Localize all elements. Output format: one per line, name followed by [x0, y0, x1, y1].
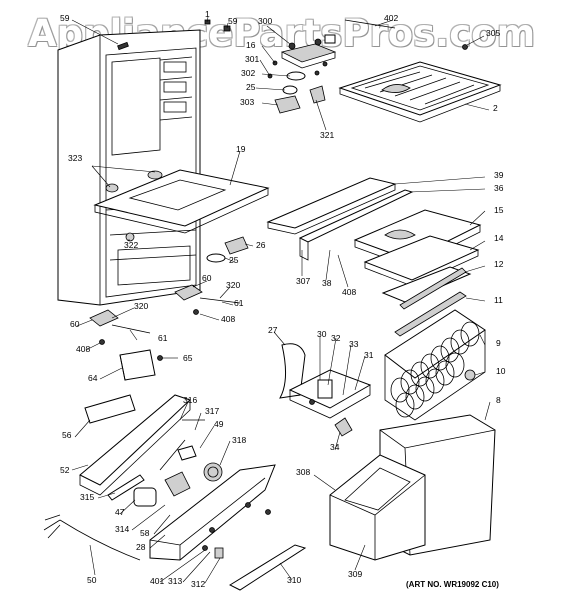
callout-27: 27 [268, 325, 278, 335]
callout-30: 30 [317, 329, 327, 339]
callout-25: 25 [229, 255, 239, 265]
callout-408: 408 [221, 314, 236, 324]
callout-315: 315 [80, 492, 95, 502]
callout-321: 321 [320, 130, 335, 140]
callout-2: 2 [493, 103, 498, 113]
callout-1: 1 [205, 9, 210, 19]
callout-313: 313 [168, 576, 183, 586]
callout-65: 65 [183, 353, 193, 363]
callout-323: 323 [68, 153, 83, 163]
callout-49: 49 [214, 419, 224, 429]
callout-318: 318 [232, 435, 247, 445]
callout-12: 12 [494, 259, 504, 269]
callout-15: 15 [494, 205, 504, 215]
callout-59: 59 [228, 16, 238, 26]
callout-8: 8 [496, 395, 501, 405]
callout-305: 305 [486, 28, 501, 38]
callout-402: 402 [384, 13, 399, 23]
callout-316: 316 [183, 395, 198, 405]
callout-34: 34 [330, 442, 340, 452]
callout-38: 38 [322, 278, 332, 288]
callout-401: 401 [150, 576, 165, 586]
callout-61: 61 [158, 333, 168, 343]
callout-312: 312 [191, 579, 206, 589]
callout-39: 39 [494, 170, 504, 180]
callout-303: 303 [240, 97, 255, 107]
callout-50: 50 [87, 575, 97, 585]
callout-9: 9 [496, 338, 501, 348]
callout-300: 300 [258, 16, 273, 26]
callout-64: 64 [88, 373, 98, 383]
callout-31: 31 [364, 350, 374, 360]
callout-14: 14 [494, 233, 504, 243]
callout-408: 408 [342, 287, 357, 297]
callout-320: 320 [226, 280, 241, 290]
callout-16: 16 [246, 40, 256, 50]
callout-302: 302 [241, 68, 256, 78]
callout-307: 307 [296, 276, 311, 286]
callout-60: 60 [202, 273, 212, 283]
callout-33: 33 [349, 339, 359, 349]
callout-310: 310 [287, 575, 302, 585]
callout-56: 56 [62, 430, 72, 440]
callout-26: 26 [256, 240, 266, 250]
callout-61: 61 [234, 298, 244, 308]
refrigerator-case [57, 19, 231, 306]
callout-32: 32 [331, 333, 341, 343]
callout-52: 52 [60, 465, 70, 475]
callout-314: 314 [115, 524, 130, 534]
callout-408: 408 [76, 344, 91, 354]
callout-301: 301 [245, 54, 260, 64]
callout-322: 322 [124, 240, 139, 250]
callout-308: 308 [296, 467, 311, 477]
callout-36: 36 [494, 183, 504, 193]
callout-28: 28 [136, 542, 146, 552]
callout-47: 47 [115, 507, 125, 517]
callout-320: 320 [134, 301, 149, 311]
callout-58: 58 [140, 528, 150, 538]
art-number: (ART NO. WR19092 C10) [406, 580, 499, 589]
callout-10: 10 [496, 366, 506, 376]
callout-25: 25 [246, 82, 256, 92]
callout-309: 309 [348, 569, 363, 579]
callout-59: 59 [60, 13, 70, 23]
callout-317: 317 [205, 406, 220, 416]
callout-19: 19 [236, 144, 246, 154]
callout-60: 60 [70, 319, 80, 329]
callout-11: 11 [494, 295, 503, 305]
